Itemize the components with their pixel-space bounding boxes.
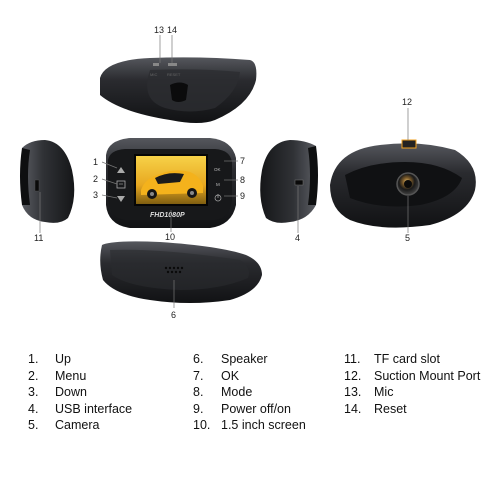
callout-11: 11 xyxy=(34,233,43,243)
suction-mount-port xyxy=(401,139,417,149)
down-button[interactable] xyxy=(117,196,125,202)
front-view: OK M FHD1080P xyxy=(106,138,236,228)
speaker-grille xyxy=(164,266,184,274)
resolution-badge: FHD1080P xyxy=(150,212,185,219)
callout-13: 13 xyxy=(154,25,164,35)
callout-8: 8 xyxy=(240,175,245,185)
back-view xyxy=(330,139,476,228)
callout-4: 4 xyxy=(295,233,300,243)
callout-labels: 13 14 1 2 3 7 8 9 10 11 4 5 12 6 xyxy=(34,25,412,320)
top-view: MIC RESET xyxy=(100,57,257,124)
up-button[interactable] xyxy=(117,167,125,173)
callout-12: 12 xyxy=(402,97,412,107)
usb-port xyxy=(294,179,304,186)
product-diagram: MIC RESET OK M FHD1080P xyxy=(20,25,476,320)
power-button[interactable] xyxy=(214,194,222,202)
callout-3: 3 xyxy=(93,190,98,200)
callout-2: 2 xyxy=(93,174,98,184)
callout-14: 14 xyxy=(167,25,177,35)
callout-1: 1 xyxy=(93,157,98,167)
callout-9: 9 xyxy=(240,191,245,201)
left-side-view xyxy=(20,140,75,223)
parts-legend: 1.Up 2.Menu 3.Down 4.USB interface 5.Cam… xyxy=(28,352,481,432)
callout-6: 6 xyxy=(171,310,176,320)
menu-button[interactable] xyxy=(116,180,126,189)
mode-button[interactable]: M xyxy=(216,182,220,187)
callout-7: 7 xyxy=(240,156,245,166)
reset-label: RESET xyxy=(167,72,181,77)
callout-10: 10 xyxy=(165,232,175,242)
right-side-view xyxy=(260,140,318,223)
leader-lines xyxy=(39,35,409,308)
callout-5: 5 xyxy=(405,233,410,243)
bottom-view xyxy=(100,241,262,303)
ok-button[interactable]: OK xyxy=(214,167,221,172)
car-image xyxy=(141,170,203,199)
mic-label: MIC xyxy=(150,72,157,77)
